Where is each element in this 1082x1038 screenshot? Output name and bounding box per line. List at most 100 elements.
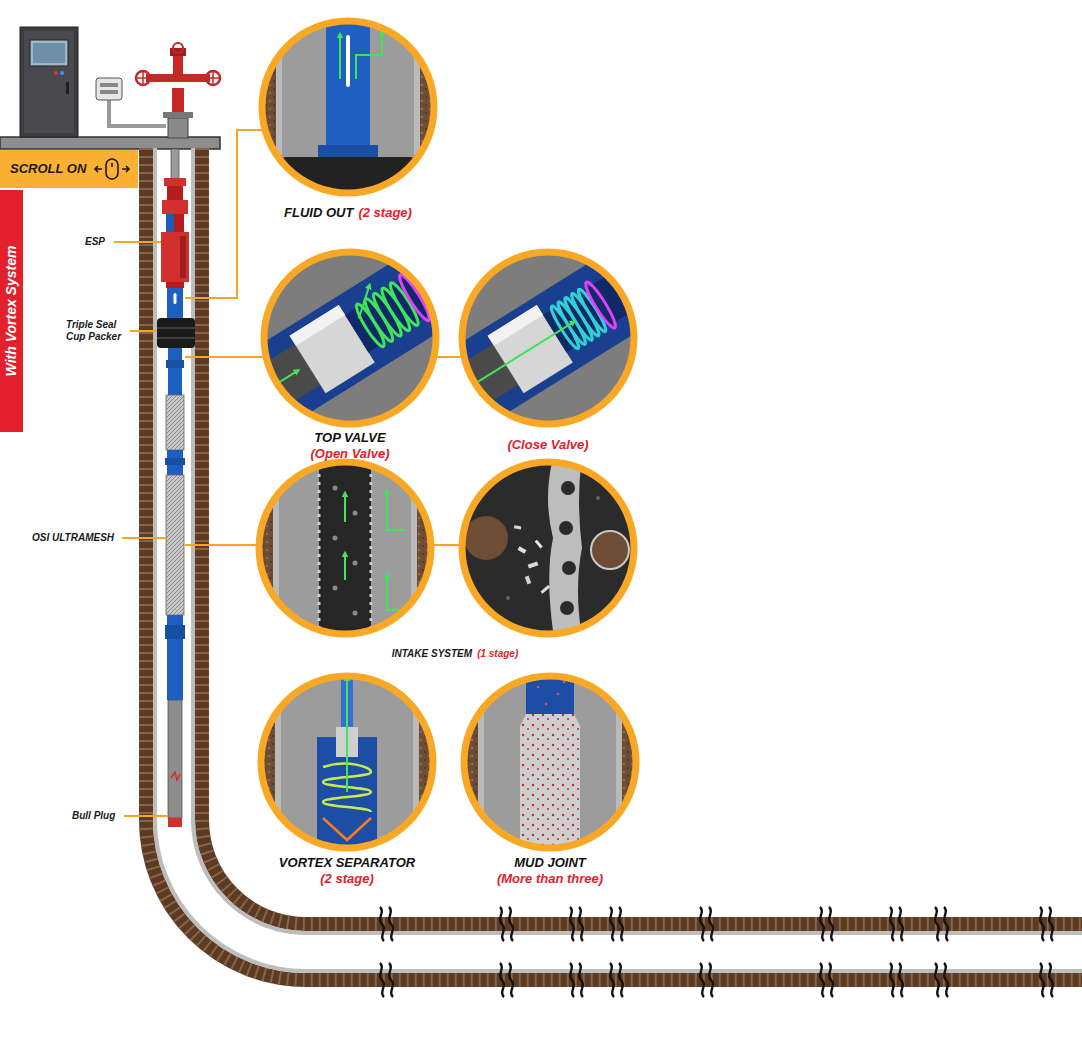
tubing-string-part <box>168 818 182 827</box>
control-cabinet-part <box>20 27 78 137</box>
leader-lines-part <box>130 330 157 332</box>
fracture-marks-part <box>935 907 948 941</box>
vortex-detail-part <box>257 672 437 857</box>
fracture-marks-part <box>890 907 903 941</box>
fracture-marks <box>380 907 1053 997</box>
leader-lines-part <box>431 544 462 546</box>
tubing-string-part <box>165 625 185 639</box>
arrow-right <box>122 166 129 172</box>
callout-caption: FLUID OUT <box>284 205 353 221</box>
mud-joint-detail-part <box>460 672 640 852</box>
fracture-marks-part <box>380 907 393 941</box>
tubing-string-part <box>168 700 182 818</box>
mud-joint-detail-part-part <box>557 693 560 696</box>
detail-callout: FLUID OUT(2 stage) <box>233 203 463 221</box>
tubing-string-part <box>167 288 183 320</box>
intake-detail-part-part <box>353 511 358 516</box>
callout-caption: VORTEX SEPARATOR <box>242 855 452 871</box>
well-casing-part <box>202 148 1082 924</box>
intake-detail-part <box>259 462 431 634</box>
intake-detail-part-part <box>255 458 435 638</box>
part-label-slot: ESP <box>85 236 105 248</box>
tubing-string-part <box>171 149 179 181</box>
wellhead <box>136 43 220 138</box>
fracture-marks-part <box>820 963 833 997</box>
control-cabinet-part <box>60 71 64 75</box>
open-valve-detail-part-part-part <box>378 286 413 334</box>
mesh-closeup-part-part <box>506 596 510 600</box>
fluid-out-detail-part-part <box>356 33 382 79</box>
tubing-string-part <box>180 236 186 278</box>
fluid-out-detail-part-part <box>339 35 341 79</box>
callout-caption: (Open Valve) <box>230 446 470 462</box>
closed-valve-detail-part <box>407 228 689 448</box>
closed-valve-detail-part-part-part <box>575 287 608 334</box>
fracture-marks-part <box>500 963 513 997</box>
meter-box <box>96 78 166 126</box>
closed-valve-detail <box>407 228 689 448</box>
control-cabinet <box>20 27 78 137</box>
intake-detail-part-part <box>353 611 358 616</box>
vortex-detail-part-part <box>346 678 348 792</box>
part-label: Bull Plug <box>72 810 115 822</box>
tubing-string-part <box>157 328 195 338</box>
mesh-closeup-part-part <box>525 576 531 585</box>
fracture-marks-part <box>570 963 583 997</box>
open-valve-detail-part-part-part <box>347 286 381 318</box>
vortex-detail <box>257 672 437 857</box>
mud-joint-detail-part <box>464 676 636 848</box>
callout-caption: MUD JOINT <box>445 855 655 871</box>
part-label-slot: Bull Plug <box>72 810 115 822</box>
part-label-slot: Triple Seal Cup Packer <box>66 319 128 343</box>
fracture-marks-part <box>1040 907 1053 941</box>
closed-valve-detail-part-part-part <box>450 322 573 399</box>
tubing-string-part <box>168 348 182 395</box>
mesh-closeup-part-part <box>514 525 521 529</box>
scroll-icon <box>92 157 132 181</box>
tubing-string-part <box>157 318 195 348</box>
fracture-marks-part <box>820 907 833 941</box>
intake-detail-part-part <box>319 458 371 638</box>
fluid-out-detail-part-part <box>326 17 370 149</box>
well-casing-part <box>146 148 1082 980</box>
surface-slab <box>0 137 220 149</box>
tubing-string-part <box>161 232 189 282</box>
wellhead-part <box>136 71 150 85</box>
open-valve-detail-part-part <box>209 228 491 448</box>
mesh-closeup-part-part <box>518 546 527 553</box>
control-cabinet-part <box>66 82 69 94</box>
mesh-closeup-part-part <box>464 516 508 560</box>
meter-box-part <box>100 83 118 87</box>
caption-row: INTAKE SYSTEM(1 stage) <box>255 643 655 661</box>
vortex-detail-part <box>261 676 433 848</box>
mesh-closeup-part-part <box>528 561 539 568</box>
leader-lines-part <box>124 815 168 817</box>
well-casing-part <box>202 148 1082 924</box>
part-label-slot: OSI ULTRAMESH <box>32 532 114 544</box>
meter-box-part <box>100 90 118 94</box>
mesh-closeup-part-part <box>596 496 600 500</box>
band-text: SCROLL ON <box>10 150 86 188</box>
fracture-marks-part <box>700 963 713 997</box>
fluid-out-detail-part <box>258 17 438 202</box>
tubing-string-part <box>164 178 186 186</box>
wellhead-part <box>206 71 220 85</box>
fracture-marks-part <box>380 963 393 997</box>
mesh-closeup-part-part <box>560 601 574 615</box>
intake-detail-part-part-part <box>344 494 346 522</box>
wellhead-part <box>173 56 183 74</box>
intake-detail-part-part-part <box>344 554 346 580</box>
mesh-closeup-part-part <box>562 561 576 575</box>
tubing-string-part <box>166 360 184 368</box>
mesh-closeup-part-part <box>541 585 551 594</box>
intake-detail <box>255 458 435 638</box>
fluid-out-detail-part-part <box>346 35 350 87</box>
mesh-closeup-part-part <box>559 521 573 535</box>
part-label: ESP <box>85 236 105 248</box>
detail-callout: (Close Valve) <box>443 437 653 453</box>
intake-detail-part <box>255 458 435 638</box>
leader-lines-part <box>434 356 464 358</box>
scroll-band: SCROLL ON <box>0 150 138 188</box>
wellhead-part <box>136 71 150 85</box>
